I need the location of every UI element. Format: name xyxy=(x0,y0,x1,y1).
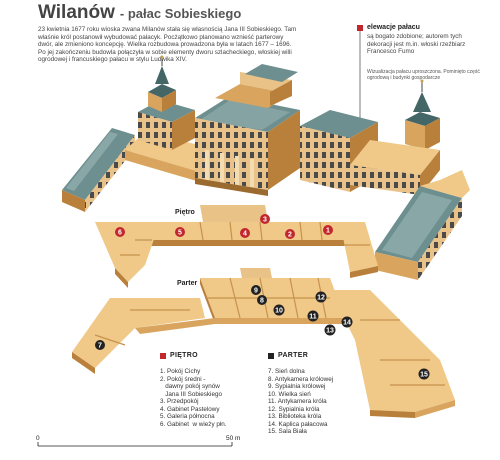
left-tower-dome xyxy=(155,66,169,84)
marker-4 xyxy=(240,228,250,238)
right-pavilion-roof xyxy=(300,110,378,138)
marker-2-label: 2 xyxy=(288,232,292,239)
marker-3-label: 3 xyxy=(263,217,267,224)
marker-6-label: 6 xyxy=(118,230,122,237)
ground-floor-plan xyxy=(72,268,455,418)
scale-bar xyxy=(37,442,233,447)
legend-upper-title: PIĘTRO xyxy=(170,352,198,359)
floor-label-upper: Piętro xyxy=(175,209,195,216)
marker-10 xyxy=(273,304,285,316)
upper-markers: 1 2 3 4 5 6 xyxy=(115,214,333,239)
elevation-label: elewacje pałacu xyxy=(367,24,420,31)
legend-upper-item: 2. Pokój średni - dawny pokój synów Jana… xyxy=(160,375,222,398)
marker-9 xyxy=(251,285,261,295)
elevation-text: są bogato zdobione; autorem tych dekorac… xyxy=(367,33,466,56)
upper-floor-plan xyxy=(95,205,378,288)
marker-9-label: 9 xyxy=(254,288,258,295)
marker-11 xyxy=(307,310,319,322)
legend-ground-item: 10. Wielka sień xyxy=(268,390,311,398)
marker-10-label: 10 xyxy=(275,308,283,315)
legend-ground-square xyxy=(268,353,274,359)
legend-upper-item: 6. Gabinet w wieży płn. xyxy=(160,420,227,428)
marker-15-label: 15 xyxy=(420,372,428,379)
legend-ground-item: 7. Sień dolna xyxy=(268,368,305,375)
ground-markers: 7 8 9 10 11 12 13 14 15 xyxy=(95,285,430,380)
left-wing-wall-end xyxy=(62,190,85,212)
marker-6 xyxy=(115,227,125,237)
marker-5 xyxy=(175,227,185,237)
legend-upper-square xyxy=(160,353,166,359)
legend-ground-item: 12. Sypialnia króla xyxy=(268,405,320,413)
legend-upper-item: 5. Galeria północna xyxy=(160,413,215,420)
legend-ground-title: PARTER xyxy=(278,352,309,359)
marker-15 xyxy=(418,368,430,380)
marker-11-label: 11 xyxy=(309,314,317,321)
scale-start-label: 0 xyxy=(36,435,40,442)
central-facade xyxy=(195,118,268,190)
left-wing-wall xyxy=(85,135,135,212)
marker-14 xyxy=(341,316,353,328)
marker-1-label: 1 xyxy=(326,228,330,235)
marker-4-label: 4 xyxy=(243,231,247,238)
right-wing-wall-front xyxy=(375,252,418,280)
right-tower-dome xyxy=(413,92,431,112)
right-wing-wall-side xyxy=(418,198,462,280)
intro-paragraph: 23 kwietnia 1677 roku wioska zwana Milan… xyxy=(38,26,297,64)
central-upper-roof xyxy=(245,64,298,82)
legend-ground-item: 15. Sala Biała xyxy=(268,428,307,435)
legend-ground-item: 11. Antykamera króla xyxy=(268,398,327,405)
legend-ground-item: 13. Biblioteka króla xyxy=(268,413,322,420)
legend-ground-list: 7. Sień dolna 8. Antykamera królowej 9. … xyxy=(268,368,333,436)
left-pavilion-wall xyxy=(138,112,172,150)
marker-12-label: 12 xyxy=(317,295,325,302)
marker-2 xyxy=(285,229,295,239)
elevation-marker xyxy=(357,25,363,31)
marker-13-label: 13 xyxy=(326,328,334,335)
title-main: Wilanów xyxy=(38,2,115,23)
right-pavilion-wall xyxy=(300,126,350,192)
marker-14-label: 14 xyxy=(343,320,351,327)
marker-8 xyxy=(257,295,267,305)
marker-12 xyxy=(315,291,327,303)
marker-3 xyxy=(260,214,270,224)
page-title: Wilanów - pałac Sobieskiego xyxy=(38,2,241,24)
palace-building xyxy=(62,55,470,280)
legend-ground-item: 8. Antykamera królowej xyxy=(268,375,334,383)
legend-upper-list: 1. Pokój Cichy 2. Pokój średni - dawny p… xyxy=(160,368,227,428)
legend-upper-item: 3. Przedpokój xyxy=(160,398,199,405)
marker-7-label: 7 xyxy=(98,343,102,350)
marker-8-label: 8 xyxy=(260,298,264,305)
marker-13 xyxy=(324,324,336,336)
simplification-note: Wizualizacja pałacu uproszczona. Pominię… xyxy=(367,69,480,81)
floor-label-ground: Parter xyxy=(177,280,198,287)
scale-end-label: 50 m xyxy=(226,435,241,442)
marker-1 xyxy=(323,225,333,235)
legend-ground-item: 14. Kaplica pałacowa xyxy=(268,420,328,428)
title-sub: - pałac Sobieskiego xyxy=(119,6,242,21)
legend-ground-item: 9. Sypialnia królowej xyxy=(268,383,326,390)
marker-7 xyxy=(95,340,105,350)
marker-5-label: 5 xyxy=(178,230,182,237)
legend-upper-item: 4. Gabinet Pastelowy xyxy=(160,405,220,413)
legend-upper-item: 1. Pokój Cichy xyxy=(160,368,201,375)
